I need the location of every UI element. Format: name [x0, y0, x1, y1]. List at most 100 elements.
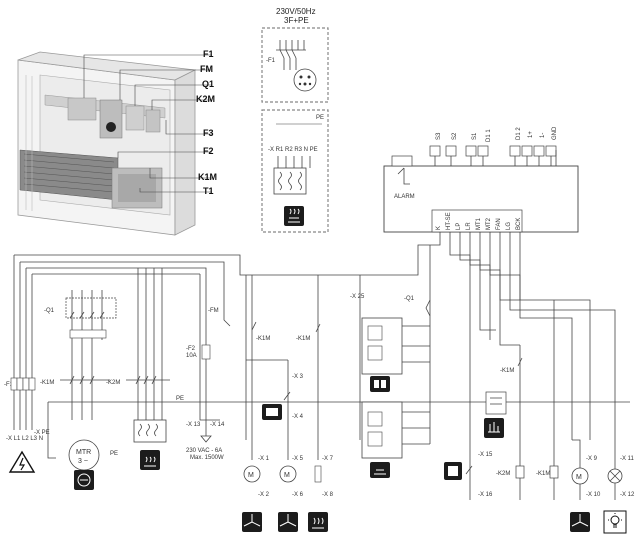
supply-phases: 3F+PE — [284, 16, 309, 25]
svg-text:K: K — [436, 226, 442, 230]
k1m-contactor: -K1M — [40, 340, 110, 420]
terminal-x16: -X 16 — [478, 492, 493, 498]
lamp-icon — [603, 510, 627, 534]
board-bottom-labels: K HT-SE LP LR MT1 MT2 FAN LG BCK — [436, 212, 522, 230]
psu-note-1: 230 VAC - 6A — [186, 448, 222, 454]
svg-text:GND: GND — [552, 126, 558, 140]
svg-text:-X 4: -X 4 — [292, 414, 304, 420]
svg-text:3 ~: 3 ~ — [78, 458, 88, 465]
svg-text:M: M — [576, 474, 582, 481]
fm-switch: -FM — [208, 290, 231, 327]
psu-arrow — [200, 430, 212, 443]
svg-text:-Q1: -Q1 — [404, 296, 415, 302]
terminal-x-pe: -X PE — [34, 430, 50, 436]
svg-text:MT1: MT1 — [476, 217, 482, 230]
supply-voltage: 230V/50Hz — [276, 7, 316, 16]
svg-text:-X 10: -X 10 — [586, 492, 601, 498]
k2m-coil: -K2M — [496, 465, 525, 479]
sensor-icon — [370, 462, 390, 478]
svg-text:-X 3: -X 3 — [292, 374, 304, 380]
board-top-labels: S3 S2 S1 D1 1 D1 2 1+ 1- GND — [436, 126, 558, 142]
fan-icon — [242, 512, 262, 532]
q1-breaker: -Q1 — [44, 290, 117, 340]
fan1-circuit: -K1M M -X 1 -X 2 — [243, 321, 270, 498]
f2-fuse: -F2 10A — [186, 310, 211, 430]
svg-text:-X 11: -X 11 — [620, 456, 635, 462]
supply-inlet-box: -F1 — [261, 27, 329, 103]
svg-text:LR: LR — [466, 222, 472, 230]
terminal-x25: -X 25 — [350, 294, 365, 300]
svg-text:S3: S3 — [436, 132, 442, 140]
terminal-pe-mtr: PE — [110, 451, 118, 457]
terminal-x13: -X 13 — [186, 422, 201, 428]
svg-text:MTR: MTR — [76, 449, 91, 456]
svg-text:-X 5: -X 5 — [292, 456, 304, 462]
callout-leaders — [83, 54, 212, 193]
pe-label-top: PE — [316, 115, 324, 121]
fan3-circuit: M -X 9 -X 10 — [571, 439, 601, 500]
svg-text:1-: 1- — [540, 133, 546, 138]
svg-text:LP: LP — [456, 223, 462, 230]
motor-mtr: MTR 3 ~ — [68, 439, 100, 471]
callout-q1: Q1 — [202, 79, 214, 89]
svg-text:-X 12: -X 12 — [620, 492, 635, 498]
controller-board: ALARM S3 S2 S1 D1 1 D1 2 1+ 1- GND — [383, 126, 579, 233]
cabinet-icon — [444, 462, 462, 480]
svg-text:-K1M: -K1M — [296, 336, 310, 342]
terminal-x14: -X 14 — [210, 422, 225, 428]
callout-f1: F1 — [203, 49, 214, 59]
cabinet-illustration — [17, 51, 197, 236]
callout-k1m: K1M — [198, 172, 217, 182]
k2m-contactor: -K2M — [106, 268, 170, 420]
board-top-contacts — [391, 145, 557, 185]
svg-text:BCK: BCK — [516, 218, 522, 230]
svg-text:-X 2: -X 2 — [258, 492, 270, 498]
svg-text:-Q1: -Q1 — [44, 308, 55, 314]
svg-text:10A: 10A — [186, 353, 197, 359]
svg-text:-K2M: -K2M — [496, 471, 510, 477]
psu-note-2: Max. 1500W — [190, 455, 224, 461]
svg-text:-K1M: -K1M — [500, 368, 514, 374]
module-a — [361, 317, 430, 375]
svg-text:M: M — [284, 472, 290, 479]
callout-fm: FM — [200, 64, 213, 74]
motor-icon — [74, 470, 94, 490]
svg-text:-K1M: -K1M — [256, 336, 270, 342]
heater3-circuit: -K1M -X 7 -X 8 — [296, 275, 334, 498]
board-icon — [262, 404, 282, 420]
callout-labels: F1 FM Q1 K2M F3 F2 K1M T1 — [196, 49, 217, 196]
thermo-icon — [484, 418, 504, 438]
svg-text:D1 1: D1 1 — [486, 129, 492, 142]
svg-text:HT-SE: HT-SE — [446, 212, 452, 230]
svg-text:S2: S2 — [452, 132, 458, 140]
fan-icon — [278, 512, 298, 532]
k2m-heater-block — [133, 419, 167, 443]
heater-terminal-labels: -X R1 R2 R3 N PE — [268, 147, 318, 153]
svg-text:-FM: -FM — [208, 308, 219, 314]
svg-text:LG: LG — [506, 222, 512, 230]
high-voltage-icon — [8, 450, 36, 473]
module-b — [361, 300, 431, 459]
svg-text:-F2: -F2 — [186, 346, 196, 352]
terminal-l-row: -X L1 L2 L3 N — [6, 436, 43, 442]
q1-aux: -Q1 — [404, 296, 431, 317]
callout-t1: T1 — [203, 186, 214, 196]
svg-text:S1: S1 — [472, 132, 478, 140]
svg-text:-X 1: -X 1 — [258, 456, 270, 462]
callout-k2m: K2M — [196, 94, 215, 104]
svg-text:-X 8: -X 8 — [322, 492, 334, 498]
hand-icon — [370, 376, 390, 392]
lamp-circuit: -X 11 -X 12 — [607, 440, 635, 500]
svg-text:M: M — [248, 472, 254, 479]
svg-text:1+: 1+ — [528, 131, 534, 138]
svg-text:-K1M: -K1M — [40, 380, 54, 386]
k1m-coil: -K1M — [536, 300, 559, 500]
callout-f2: F2 — [203, 146, 214, 156]
svg-text:FAN: FAN — [496, 218, 502, 230]
bus-wiring — [13, 150, 630, 459]
svg-text:MT2: MT2 — [486, 217, 492, 230]
svg-text:-X 6: -X 6 — [292, 492, 304, 498]
svg-text:-X 7: -X 7 — [322, 456, 334, 462]
alarm-label: ALARM — [394, 194, 415, 200]
